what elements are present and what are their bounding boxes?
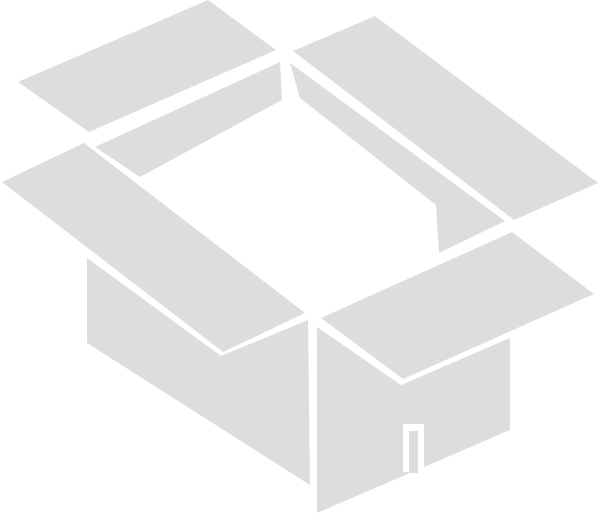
tape-tab-slot: [409, 431, 418, 473]
box-front-side: [317, 327, 510, 513]
box-left-side: [87, 258, 310, 485]
front-left-flap: [2, 143, 305, 352]
inner-back-right-wall: [290, 63, 505, 253]
front-right-flap: [321, 232, 594, 379]
inner-back-left-wall: [95, 62, 282, 177]
back-right-flap: [293, 16, 598, 220]
back-left-flap: [18, 0, 276, 132]
